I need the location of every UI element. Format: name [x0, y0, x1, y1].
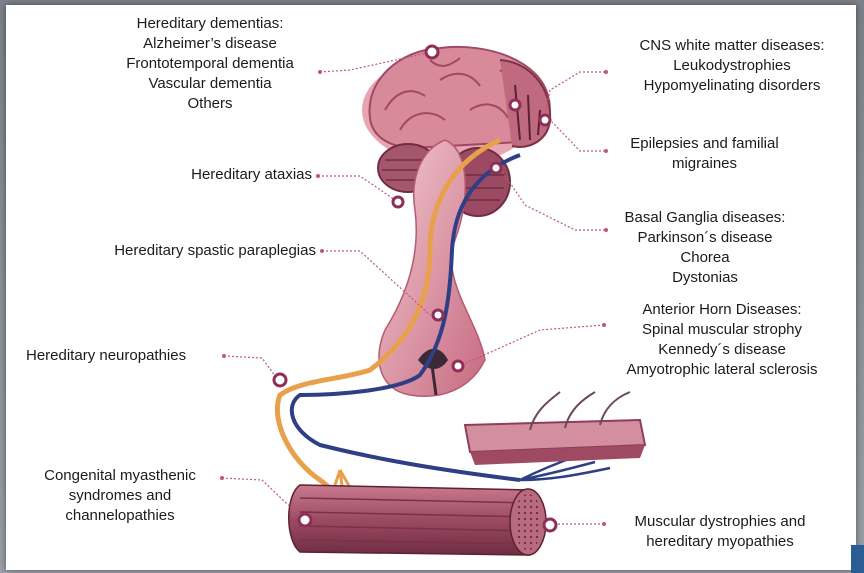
epilepsy-line: Epilepsies and familial	[612, 134, 797, 154]
label-hereditary-neuropathies: Hereditary neuropathies	[26, 346, 226, 366]
anterior-item: Kennedy´s disease	[604, 340, 840, 360]
label-anterior-horn: Anterior Horn Diseases: Spinal muscular …	[604, 300, 840, 380]
basal-title: Basal Ganglia diseases:	[605, 208, 805, 228]
dementia-title: Hereditary dementias:	[100, 14, 320, 34]
label-epilepsies: Epilepsies and familial migraines	[612, 134, 797, 174]
muscle-fiber-bundle	[289, 485, 546, 555]
label-muscular-dystrophies: Muscular dystrophies and hereditary myop…	[610, 512, 830, 552]
myasthenic-line: channelopathies	[20, 506, 220, 526]
label-congenital-myasthenic: Congenital myasthenic syndromes and chan…	[20, 466, 220, 526]
dementia-item: Frontotemporal dementia	[100, 54, 320, 74]
basal-item: Parkinson´s disease	[605, 228, 805, 248]
epilepsy-line: migraines	[612, 154, 797, 174]
basal-item: Dystonias	[605, 268, 805, 288]
label-spastic-paraplegias: Hereditary spastic paraplegias	[50, 241, 316, 261]
label-cns-white-matter: CNS white matter diseases: Leukodystroph…	[612, 36, 852, 96]
label-basal-ganglia: Basal Ganglia diseases: Parkinson´s dise…	[605, 208, 805, 288]
cns-title: CNS white matter diseases:	[612, 36, 852, 56]
muscular-line: hereditary myopathies	[610, 532, 830, 552]
myasthenic-line: syndromes and	[20, 486, 220, 506]
anterior-item: Amyotrophic lateral sclerosis	[604, 360, 840, 380]
anterior-item: Spinal muscular strophy	[604, 320, 840, 340]
anterior-title: Anterior Horn Diseases:	[604, 300, 840, 320]
label-hereditary-ataxias: Hereditary ataxias	[140, 165, 312, 185]
dementia-item: Vascular dementia	[100, 74, 320, 94]
ataxias-text: Hereditary ataxias	[140, 165, 312, 185]
cns-item: Leukodystrophies	[612, 56, 852, 76]
myasthenic-line: Congenital myasthenic	[20, 466, 220, 486]
neuropathies-text: Hereditary neuropathies	[26, 346, 226, 366]
basal-item: Chorea	[605, 248, 805, 268]
spastic-text: Hereditary spastic paraplegias	[50, 241, 316, 261]
label-hereditary-dementias: Hereditary dementias: Alzheimer’s diseas…	[100, 14, 320, 114]
skin-patch	[465, 392, 645, 465]
dementia-item: Others	[100, 94, 320, 114]
dementia-item: Alzheimer’s disease	[100, 34, 320, 54]
muscular-line: Muscular dystrophies and	[610, 512, 830, 532]
cns-item: Hypomyelinating disorders	[612, 76, 852, 96]
